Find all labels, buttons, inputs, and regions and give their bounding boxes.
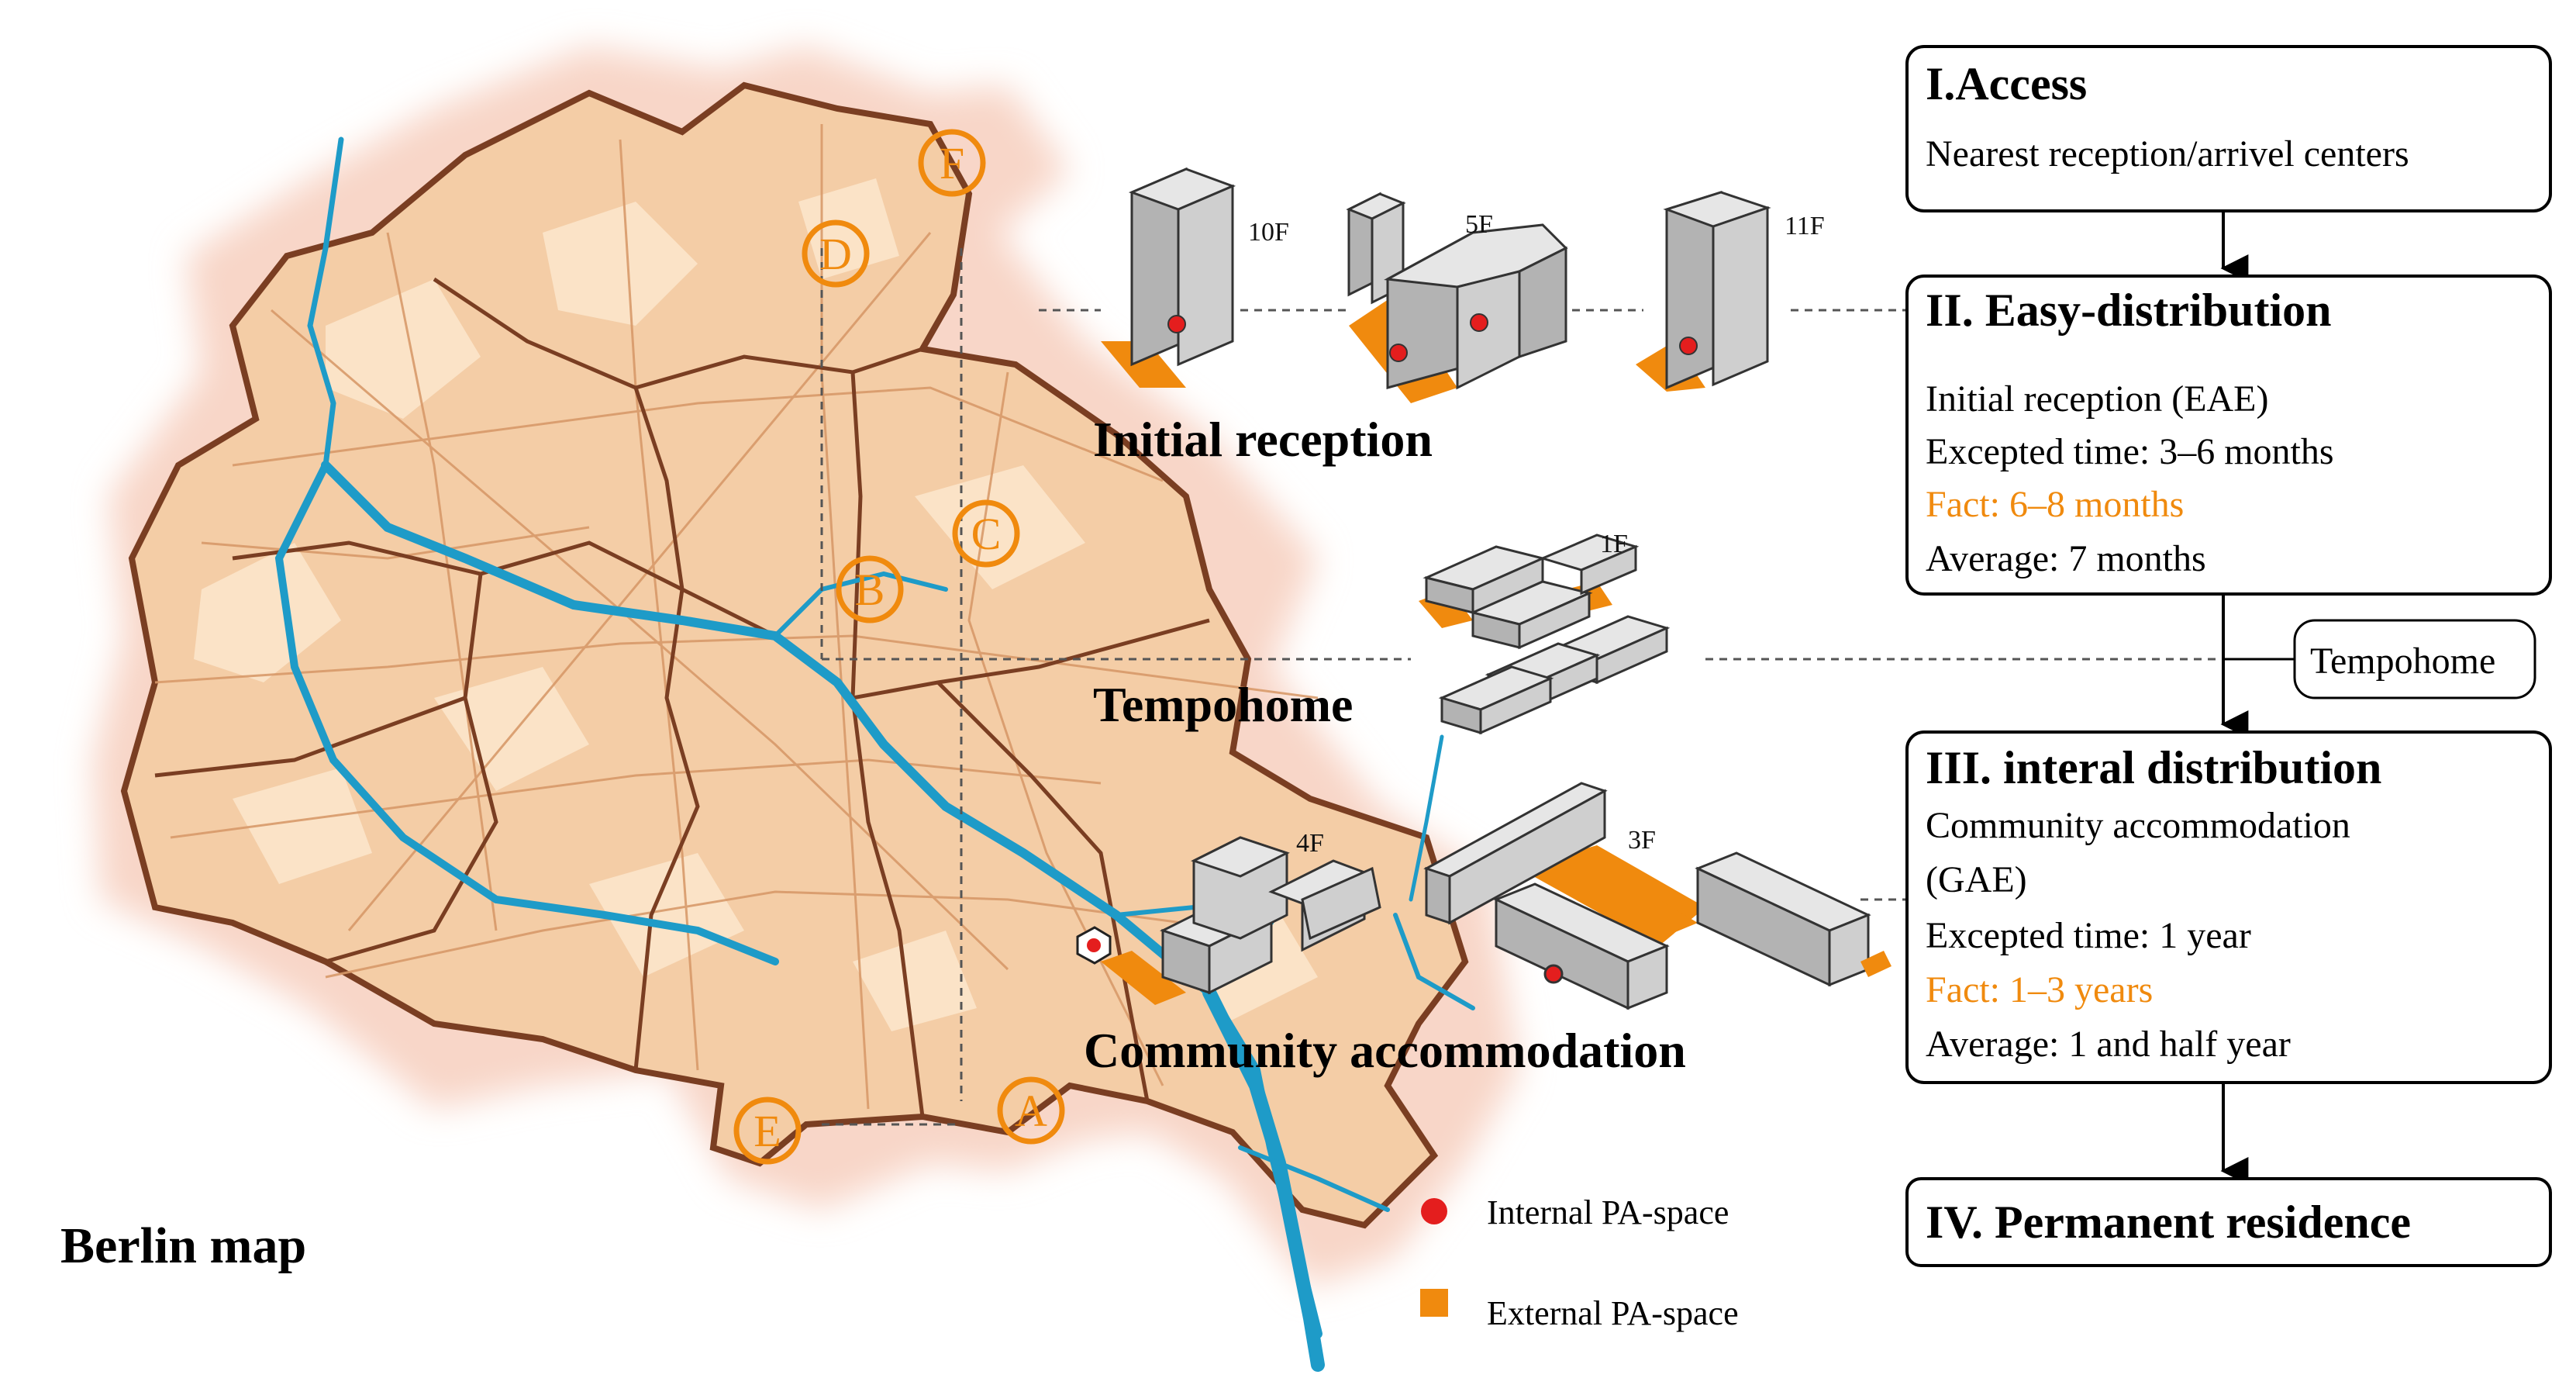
district-letter-a: A	[1015, 1086, 1047, 1136]
internal-distribution-box	[1905, 730, 2552, 1084]
building-icon	[1636, 190, 1771, 392]
internal-distribution-line-3: Excepted time: 1 year	[1926, 915, 2251, 956]
building-icon	[1419, 534, 1671, 735]
easy-distribution-line-average: Average: 7 months	[1926, 538, 2206, 579]
building-icon	[1101, 167, 1236, 388]
map-title: Berlin map	[60, 1217, 306, 1274]
internal-distribution-line-2: (GAE)	[1926, 859, 2027, 900]
district-marker-a: A	[997, 1076, 1065, 1145]
easy-distribution-line-fact: Fact: 6–8 months	[1926, 484, 2184, 525]
easy-distribution-line-1: Initial reception (EAE)	[1926, 378, 2268, 420]
road-network	[154, 124, 1319, 1110]
internal-distribution-line-1: Community accommodation	[1926, 805, 2350, 846]
district-marker-f: F	[918, 129, 986, 197]
floor-label-5f: 5F	[1465, 210, 1493, 239]
internal-dot-icon	[1421, 1198, 1447, 1224]
legend-internal-label: Internal PA-space	[1487, 1193, 1729, 1231]
floor-label-10f: 10F	[1248, 218, 1289, 247]
district-marker-e: E	[733, 1097, 802, 1165]
easy-distribution-line-2: Excepted time: 3–6 months	[1926, 431, 2334, 472]
district-marker-d: D	[802, 219, 870, 288]
legend-external-label: External PA-space	[1487, 1294, 1739, 1332]
easy-distribution-title: II. Easy-distribution	[1926, 285, 2331, 336]
building-icon	[1423, 782, 1891, 1010]
river-network	[274, 136, 1475, 1372]
community-label: Community accommodation	[1084, 1023, 1686, 1078]
district-letter-e: E	[753, 1106, 781, 1156]
permanent-box	[1905, 1177, 2552, 1267]
easy-distribution-box	[1905, 275, 2552, 596]
district-letter-f: F	[940, 138, 964, 188]
floor-label-4f: 4F	[1296, 829, 1324, 858]
floor-label-1f: 1F	[1600, 530, 1628, 558]
initial-reception-label: Initial reception	[1093, 412, 1433, 467]
permanent-title: IV. Permanent residence	[1926, 1197, 2411, 1248]
external-square-icon	[1420, 1289, 1448, 1317]
building-icon	[1346, 192, 1568, 403]
floor-label-3f: 3F	[1628, 826, 1656, 855]
district-markers: A B C D E F	[733, 129, 1065, 1165]
access-title: I.Access	[1926, 58, 2087, 109]
district-letter-c: C	[971, 509, 1002, 559]
building-group-community: 4F 3F Community accommodation	[1084, 782, 1891, 1078]
district-marker-c: C	[952, 499, 1020, 568]
tempohome-tag-box	[2293, 619, 2536, 699]
internal-distribution-line-average: Average: 1 and half year	[1926, 1024, 2291, 1065]
map-site-marker	[1076, 926, 1186, 1005]
building-group-initial-reception: 10F 5F 11F Initial reception	[1093, 167, 1825, 467]
access-line-1: Nearest reception/arrivel centers	[1926, 133, 2409, 174]
process-flow: I.Access Nearest reception/arrivel cente…	[1905, 45, 2552, 1267]
legend: Internal PA-space External PA-space	[1420, 1193, 1739, 1332]
district-marker-b: B	[836, 555, 904, 623]
access-box	[1905, 45, 2552, 212]
district-letter-b: B	[855, 565, 885, 615]
floor-label-11f: 11F	[1785, 212, 1825, 240]
building-icon	[1160, 836, 1381, 995]
tempohome-label: Tempohome	[1093, 677, 1353, 732]
internal-distribution-line-fact: Fact: 1–3 years	[1926, 969, 2153, 1010]
tempohome-tag-label: Tempohome	[2310, 641, 2495, 682]
internal-distribution-title: III. interal distribution	[1926, 742, 2381, 793]
district-letter-d: D	[819, 229, 852, 279]
building-group-tempohome: 1F Tempohome	[1093, 530, 1671, 735]
